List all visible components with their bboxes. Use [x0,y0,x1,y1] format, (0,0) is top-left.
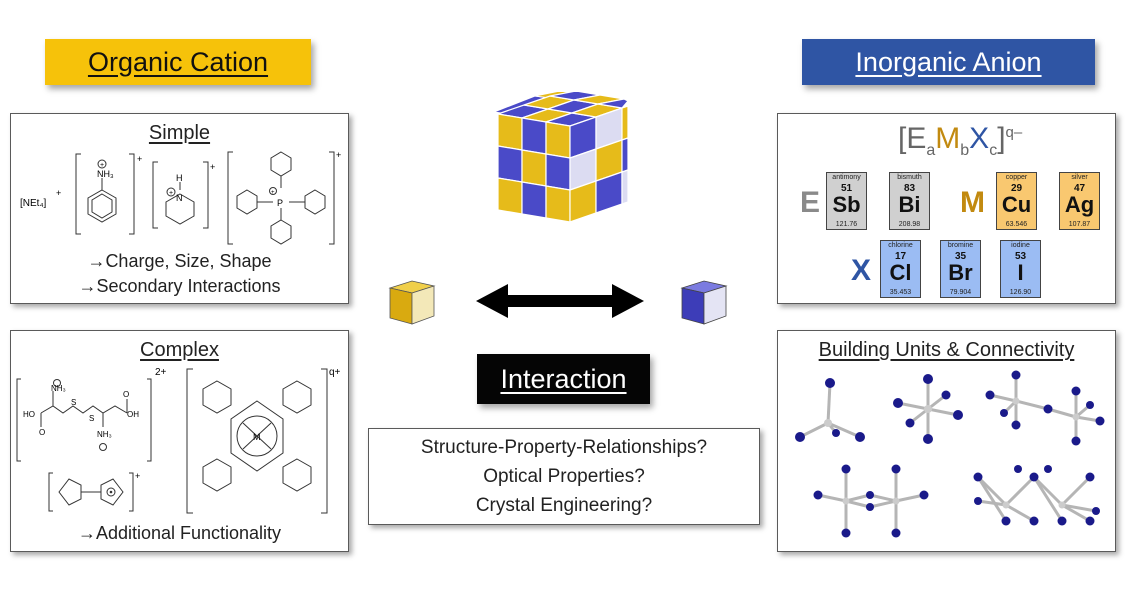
svg-text:+: + [135,471,140,481]
pyridinium-structure [152,161,209,229]
yellow-cube-icon [388,280,436,325]
svg-text:+: + [137,154,142,164]
complex-cations-panel: Complex HO O NH₃ S S NH₃ O OH 2+ [10,330,349,552]
n-label: N [176,193,183,203]
svg-text:+: + [169,190,173,197]
nh3-label: NH₃ [97,169,114,179]
element-tile-i: iodine 53 I 126.90 [1000,240,1041,298]
questions-box: Structure-Property-Relationships? Optica… [368,428,760,525]
svg-text:S: S [89,414,94,423]
anilinium-structure [75,153,135,235]
h-label: H [176,173,183,183]
pc-charge: q+ [329,367,341,378]
building-heading: Building Units & Connectivity [818,339,1075,361]
complex-line-1: →Additional Functionality [77,523,282,543]
tetraphenylphosphonium-structure [227,151,335,245]
x-label: X [851,254,872,287]
building-units-panel: Building Units & Connectivity [777,330,1116,552]
building-units-structures [795,370,1105,538]
double-arrow-icon [476,284,644,318]
cystine-charge: 2+ [155,367,167,378]
element-tile-cu: copper 29 Cu 63.546 [996,172,1037,230]
svg-text:+: + [56,188,61,198]
svg-text:OH: OH [127,410,139,419]
interaction-title: Interaction [477,354,650,404]
question-3: Crystal Engineering? [475,495,653,516]
element-tile-br: bromine 35 Br 79.904 [940,240,981,298]
p-label: P [277,198,283,208]
m-label: M [960,186,985,219]
net4-label: [NEt₄] [20,198,47,209]
svg-text:HO: HO [23,410,35,419]
rubiks-cube-graphic [492,92,629,223]
svg-text:O: O [123,390,129,399]
inorganic-anion-title: Inorganic Anion [802,39,1095,85]
element-tile-cl: chlorine 17 Cl 35.453 [880,240,921,298]
svg-text:O: O [39,428,45,437]
ttf-structure [48,472,134,512]
blue-cube-icon [680,280,728,325]
complex-structures: HO O NH₃ S S NH₃ O OH 2+ M q+ [16,367,341,514]
simple-line-2: →Secondary Interactions [78,276,281,296]
svg-text:M: M [253,432,261,442]
question-2: Optical Properties? [483,466,645,487]
svg-text:NH₃: NH₃ [51,384,66,393]
element-tile-sb: antimony 51 Sb 121.76 [826,172,867,230]
chain-unit [976,475,1097,523]
simple-structures: [NEt₄] + + NH₃ + H N + + [20,150,341,245]
simple-cations-panel: Simple [NEt₄] + + NH₃ + H N + + [10,113,349,304]
svg-text:+: + [336,150,341,160]
simple-line-1: →Charge, Size, Shape [87,251,272,271]
phthalocyanine-structure [186,368,328,514]
elements-panel: [EaMbXc]q– E antimony 51 Sb 121.76 bismu… [777,113,1116,304]
cystine-structure [16,378,152,462]
tetrahedral-unit [799,382,861,439]
question-1: Structure-Property-Relationships? [420,437,708,458]
element-tile-ag: silver 47 Ag 107.87 [1059,172,1100,230]
element-tile-bi: bismuth 83 Bi 208.98 [889,172,930,230]
svg-text:+: + [271,190,275,196]
svg-text:S: S [71,398,76,407]
e-label: E [800,186,821,219]
complex-heading: Complex [140,339,219,361]
svg-text:+: + [100,162,104,169]
simple-heading: Simple [148,122,211,144]
edge-sharing-dimer [817,469,925,533]
general-formula: [EaMbXc]q– [898,122,1023,159]
organic-cation-title: Organic Cation [45,39,311,85]
svg-text:NH₃: NH₃ [97,430,112,439]
svg-text:+: + [210,162,215,172]
